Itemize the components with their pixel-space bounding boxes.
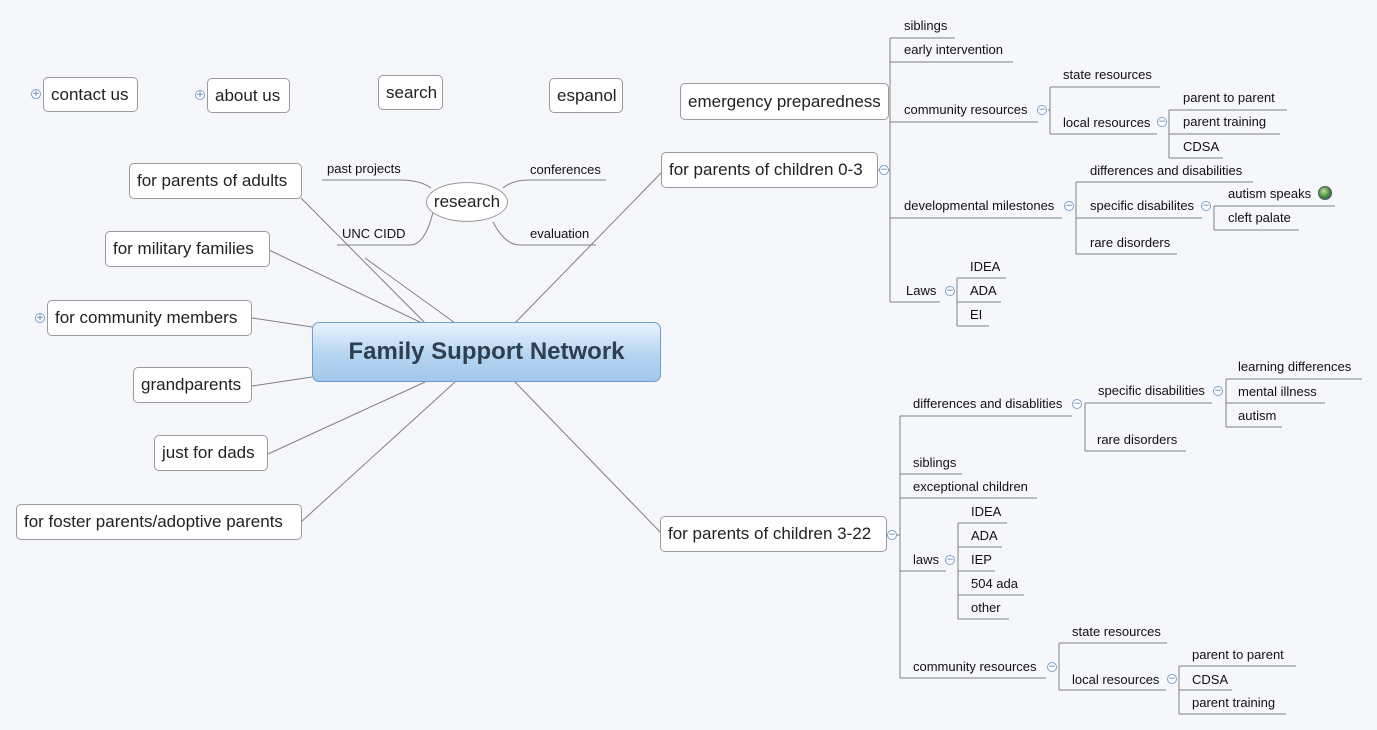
autism-3-22-topic[interactable]: autism bbox=[1238, 408, 1277, 423]
other-topic[interactable]: other bbox=[971, 600, 1001, 615]
children-0-3-node[interactable]: for parents of children 0-3 bbox=[661, 152, 878, 188]
community-resources-0-3-topic[interactable]: community resources bbox=[904, 102, 1028, 117]
just-for-dads-node[interactable]: just for dads bbox=[154, 435, 268, 471]
rare-disorders-3-22-topic[interactable]: rare disorders bbox=[1097, 432, 1178, 447]
local-resources-3-22-topic[interactable]: local resources bbox=[1072, 672, 1160, 687]
ada-3-22-topic[interactable]: ADA bbox=[971, 528, 998, 543]
cleft-palate-topic[interactable]: cleft palate bbox=[1228, 210, 1291, 225]
collapse-specific-disabilites-icon[interactable]: − bbox=[1201, 201, 1211, 211]
state-resources-0-3-topic[interactable]: state resources bbox=[1063, 67, 1152, 82]
parent-training-3-22-topic[interactable]: parent training bbox=[1192, 695, 1276, 710]
siblings-0-3-topic[interactable]: siblings bbox=[904, 18, 948, 33]
parents-of-adults-node[interactable]: for parents of adults bbox=[129, 163, 302, 199]
iep-topic[interactable]: IEP bbox=[971, 552, 992, 567]
specific-disabilites-topic[interactable]: specific disabilites bbox=[1090, 198, 1195, 213]
espanol-node[interactable]: espanol bbox=[549, 78, 623, 113]
collapse-laws-0-3-icon[interactable]: − bbox=[945, 286, 955, 296]
military-families-node[interactable]: for military families bbox=[105, 231, 270, 267]
state-resources-3-22-topic[interactable]: state resources bbox=[1072, 624, 1161, 639]
differences-and-disablities-topic[interactable]: differences and disablities bbox=[913, 396, 1063, 411]
specific-disabilities-3-22-topic[interactable]: specific disabilities bbox=[1098, 383, 1205, 398]
learning-differences-topic[interactable]: learning differences bbox=[1238, 359, 1352, 374]
contact-us-node[interactable]: contact us bbox=[43, 77, 138, 112]
research-node[interactable]: research bbox=[426, 182, 508, 222]
children-3-22-node[interactable]: for parents of children 3-22 bbox=[660, 516, 887, 552]
504-ada-topic[interactable]: 504 ada bbox=[971, 576, 1018, 591]
emergency-preparedness-node[interactable]: emergency preparedness bbox=[680, 83, 889, 120]
differences-and-disabilities-topic[interactable]: differences and disabilities bbox=[1090, 163, 1243, 178]
expand-community-members-icon[interactable]: + bbox=[35, 313, 45, 323]
cdsa-0-3-topic[interactable]: CDSA bbox=[1183, 139, 1220, 154]
search-node[interactable]: search bbox=[378, 75, 443, 110]
collapse-community-resources-3-22-icon[interactable]: − bbox=[1047, 662, 1057, 672]
parent-to-parent-3-22-topic[interactable]: parent to parent bbox=[1192, 647, 1284, 662]
parent-to-parent-0-3-topic[interactable]: parent to parent bbox=[1183, 90, 1275, 105]
exceptional-children-topic[interactable]: exceptional children bbox=[913, 479, 1028, 494]
expand-about-us-icon[interactable]: + bbox=[195, 90, 205, 100]
expand-contact-us-icon[interactable]: + bbox=[31, 89, 41, 99]
collapse-differences-3-22-icon[interactable]: − bbox=[1072, 399, 1082, 409]
grandparents-node[interactable]: grandparents bbox=[133, 367, 252, 403]
laws-0-3-topic[interactable]: Laws bbox=[906, 283, 937, 298]
idea-3-22-topic[interactable]: IDEA bbox=[971, 504, 1002, 519]
foster-adoptive-parents-node[interactable]: for foster parents/adoptive parents bbox=[16, 504, 302, 540]
central-topic[interactable]: Family Support Network bbox=[312, 322, 661, 382]
parent-training-0-3-topic[interactable]: parent training bbox=[1183, 114, 1267, 129]
collapse-laws-3-22-icon[interactable]: − bbox=[945, 555, 955, 565]
community-resources-3-22-topic[interactable]: community resources bbox=[913, 659, 1037, 674]
conferences-topic[interactable]: conferences bbox=[530, 162, 601, 177]
mental-illness-topic[interactable]: mental illness bbox=[1238, 384, 1317, 399]
laws-3-22-topic[interactable]: laws bbox=[913, 552, 940, 567]
collapse-community-resources-0-3-icon[interactable]: − bbox=[1037, 105, 1047, 115]
past-projects-topic[interactable]: past projects bbox=[327, 161, 401, 176]
idea-0-3-topic[interactable]: IDEA bbox=[970, 259, 1001, 274]
early-intervention-topic[interactable]: early intervention bbox=[904, 42, 1003, 57]
evaluation-topic[interactable]: evaluation bbox=[530, 226, 590, 241]
collapse-local-resources-0-3-icon[interactable]: − bbox=[1157, 117, 1167, 127]
collapse-developmental-milestones-icon[interactable]: − bbox=[1064, 201, 1074, 211]
globe-hyperlink-icon[interactable] bbox=[1318, 186, 1332, 200]
collapse-specific-disabilities-3-22-icon[interactable]: − bbox=[1213, 386, 1223, 396]
ei-0-3-topic[interactable]: EI bbox=[970, 307, 983, 322]
local-resources-0-3-topic[interactable]: local resources bbox=[1063, 115, 1151, 130]
siblings-3-22-topic[interactable]: siblings bbox=[913, 455, 957, 470]
developmental-milestones-topic[interactable]: developmental milestones bbox=[904, 198, 1055, 213]
collapse-children-3-22-icon[interactable]: − bbox=[887, 530, 897, 540]
ada-0-3-topic[interactable]: ADA bbox=[970, 283, 997, 298]
collapse-local-resources-3-22-icon[interactable]: − bbox=[1167, 674, 1177, 684]
about-us-node[interactable]: about us bbox=[207, 78, 290, 113]
unc-cidd-topic[interactable]: UNC CIDD bbox=[342, 226, 406, 241]
community-members-node[interactable]: for community members bbox=[47, 300, 252, 336]
cdsa-3-22-topic[interactable]: CDSA bbox=[1192, 672, 1229, 687]
rare-disorders-0-3-topic[interactable]: rare disorders bbox=[1090, 235, 1171, 250]
autism-speaks-topic[interactable]: autism speaks bbox=[1228, 186, 1312, 201]
collapse-children-0-3-icon[interactable]: − bbox=[879, 165, 889, 175]
